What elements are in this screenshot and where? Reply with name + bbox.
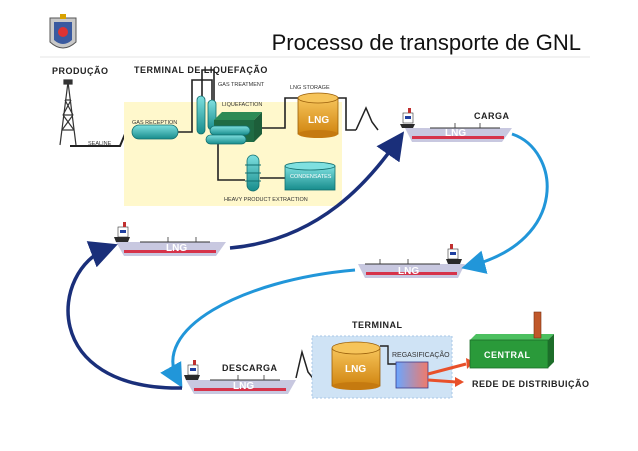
lng-storage-tank-label: LNG	[308, 115, 329, 126]
heavy-product-extraction-column	[245, 154, 261, 192]
return-arrow-descarga-to-left	[66, 241, 183, 390]
arrow-to-network	[427, 378, 457, 384]
arrow-to-network-head	[455, 377, 464, 387]
ship-middle-left-lng-label: LNG	[166, 243, 187, 254]
ship-middle-right-lng-label: LNG	[398, 266, 419, 277]
gas-reception-vessel	[131, 124, 179, 140]
heavy-product-extraction-label: HEAVY PRODUCT EXTRACTION	[224, 197, 308, 203]
terminal-liquefacao-label: TERMINAL DE LIQUEFAÇÃO	[134, 65, 268, 75]
page-title: Processo de transporte de GNL	[272, 30, 581, 55]
rede-distribuicao-label: REDE DE DISTRIBUIÇÃO	[472, 379, 590, 389]
sealine-label: SEALINE	[88, 141, 112, 147]
regasification-unit	[395, 361, 429, 389]
carga-label: CARGA	[474, 111, 510, 121]
production-derrick-icon	[59, 79, 77, 146]
sealine-pipe	[70, 133, 126, 147]
condensates-label: CONDENSATES	[290, 174, 332, 180]
central-power-plant	[469, 311, 554, 369]
regasificacao-label: REGASIFICAÇÃO	[392, 350, 450, 359]
central-label: CENTRAL	[484, 350, 531, 360]
route-arrow-middle-to-descarga	[160, 268, 356, 388]
liquefaction-unit	[205, 112, 262, 145]
return-arrow-left-to-carga	[229, 131, 405, 250]
ship-middle-right	[358, 244, 465, 278]
ship-carga-lng-label: LNG	[445, 128, 466, 139]
descarga-label: DESCARGA	[222, 363, 278, 373]
condensates-tank	[284, 161, 336, 191]
liquefaction-label: LIQUEFACTION	[222, 102, 262, 108]
terminal-label: TERMINAL	[352, 320, 403, 330]
lng-storage-label: LNG STORAGE	[290, 85, 330, 91]
lng-storage-tank	[297, 92, 339, 138]
route-arrow-carga-to-middle	[461, 132, 549, 274]
ship-descarga-lng-label: LNG	[233, 381, 254, 392]
ship-middle-left	[114, 222, 226, 256]
liquefaction-pipes	[176, 69, 356, 181]
institution-crest-logo	[49, 14, 77, 49]
ship-carga	[400, 108, 512, 142]
terminal-lng-tank	[331, 341, 381, 390]
gas-treatment-label: GAS TREATMENT	[218, 82, 265, 88]
producao-label: PRODUÇÃO	[52, 66, 109, 76]
terminal-lng-tank-label: LNG	[345, 364, 366, 375]
ship-descarga	[184, 360, 296, 394]
gas-reception-label: GAS RECEPTION	[132, 120, 177, 126]
terminal-pipe	[380, 345, 396, 365]
arrow-to-central	[427, 362, 467, 376]
loading-arm	[355, 106, 379, 131]
